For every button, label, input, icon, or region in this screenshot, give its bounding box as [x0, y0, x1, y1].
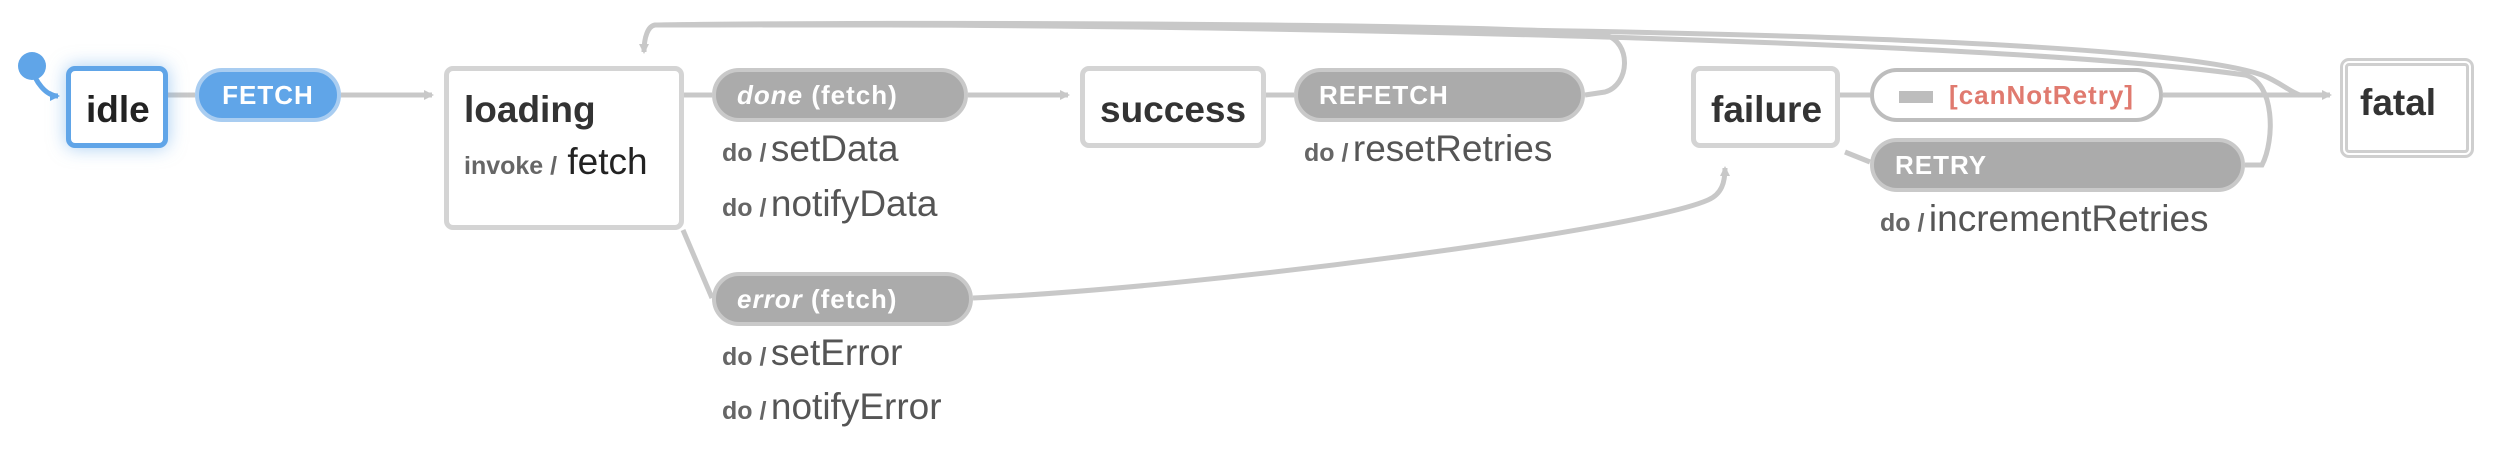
state-success-label: success	[1100, 89, 1247, 130]
do-keyword: do /	[1304, 139, 1349, 167]
guard-stub-icon	[1899, 91, 1934, 104]
transition-done-fetch[interactable]: done (fetch)	[712, 68, 968, 122]
do-keyword: do /	[1880, 209, 1925, 237]
done-action-1: do / setData	[722, 128, 898, 170]
transition-error-fetch[interactable]: error (fetch)	[712, 272, 973, 326]
transition-retry[interactable]: RETRY	[1870, 138, 2245, 192]
error-action-1: do / setError	[722, 332, 902, 374]
invoke-service: fetch	[567, 141, 648, 182]
error-event-label: error	[737, 284, 803, 314]
do-keyword: do /	[722, 194, 767, 222]
state-loading[interactable]: loading invoke / fetch	[444, 66, 684, 230]
do-keyword: do /	[722, 343, 767, 371]
edge-error-failure	[972, 166, 1730, 301]
state-failure-label: failure	[1711, 89, 1823, 130]
state-loading-label: loading	[464, 89, 596, 130]
action-seterror: setError	[770, 332, 903, 373]
initial-state-dot	[18, 52, 46, 80]
state-idle-label: idle	[86, 89, 150, 130]
edge-retry-fatal	[654, 22, 2330, 168]
do-keyword: do /	[722, 139, 767, 167]
transition-fetch-label: FETCH	[222, 80, 314, 110]
state-failure[interactable]: failure	[1691, 66, 1840, 148]
state-success[interactable]: success	[1080, 66, 1266, 148]
action-setdata: setData	[770, 128, 899, 169]
invoke-keyword: invoke /	[464, 152, 558, 180]
refetch-action: do / resetRetries	[1304, 128, 1552, 170]
edge-failure-retry	[1844, 149, 1871, 165]
state-fatal-label: fatal	[2360, 82, 2437, 123]
error-action-2: do / notifyError	[722, 386, 942, 428]
transition-refetch[interactable]: REFETCH	[1294, 68, 1585, 122]
done-event-label: done	[737, 80, 804, 110]
refetch-event-label: REFETCH	[1319, 80, 1449, 110]
transition-guard-cannotretry[interactable]: [canNotRetry]	[1870, 68, 2163, 122]
retry-event-label: RETRY	[1895, 150, 1988, 180]
loading-invoke: invoke / fetch	[464, 141, 648, 183]
action-incrementretries: incrementRetries	[1928, 198, 2209, 239]
do-keyword: do /	[722, 397, 767, 425]
error-event-suffix: (fetch)	[810, 284, 898, 314]
state-fatal[interactable]: fatal	[2340, 58, 2474, 158]
retry-action: do / incrementRetries	[1880, 198, 2209, 240]
edge-loading-error	[680, 229, 715, 299]
action-notifydata: notifyData	[770, 183, 938, 224]
state-idle[interactable]: idle	[66, 66, 168, 148]
transition-fetch[interactable]: FETCH	[195, 68, 341, 122]
action-notifyerror: notifyError	[770, 386, 942, 427]
done-action-2: do / notifyData	[722, 183, 937, 225]
guard-label: [canNotRetry]	[1949, 80, 2134, 110]
action-resetretries: resetRetries	[1352, 128, 1553, 169]
done-event-suffix: (fetch)	[811, 80, 898, 110]
